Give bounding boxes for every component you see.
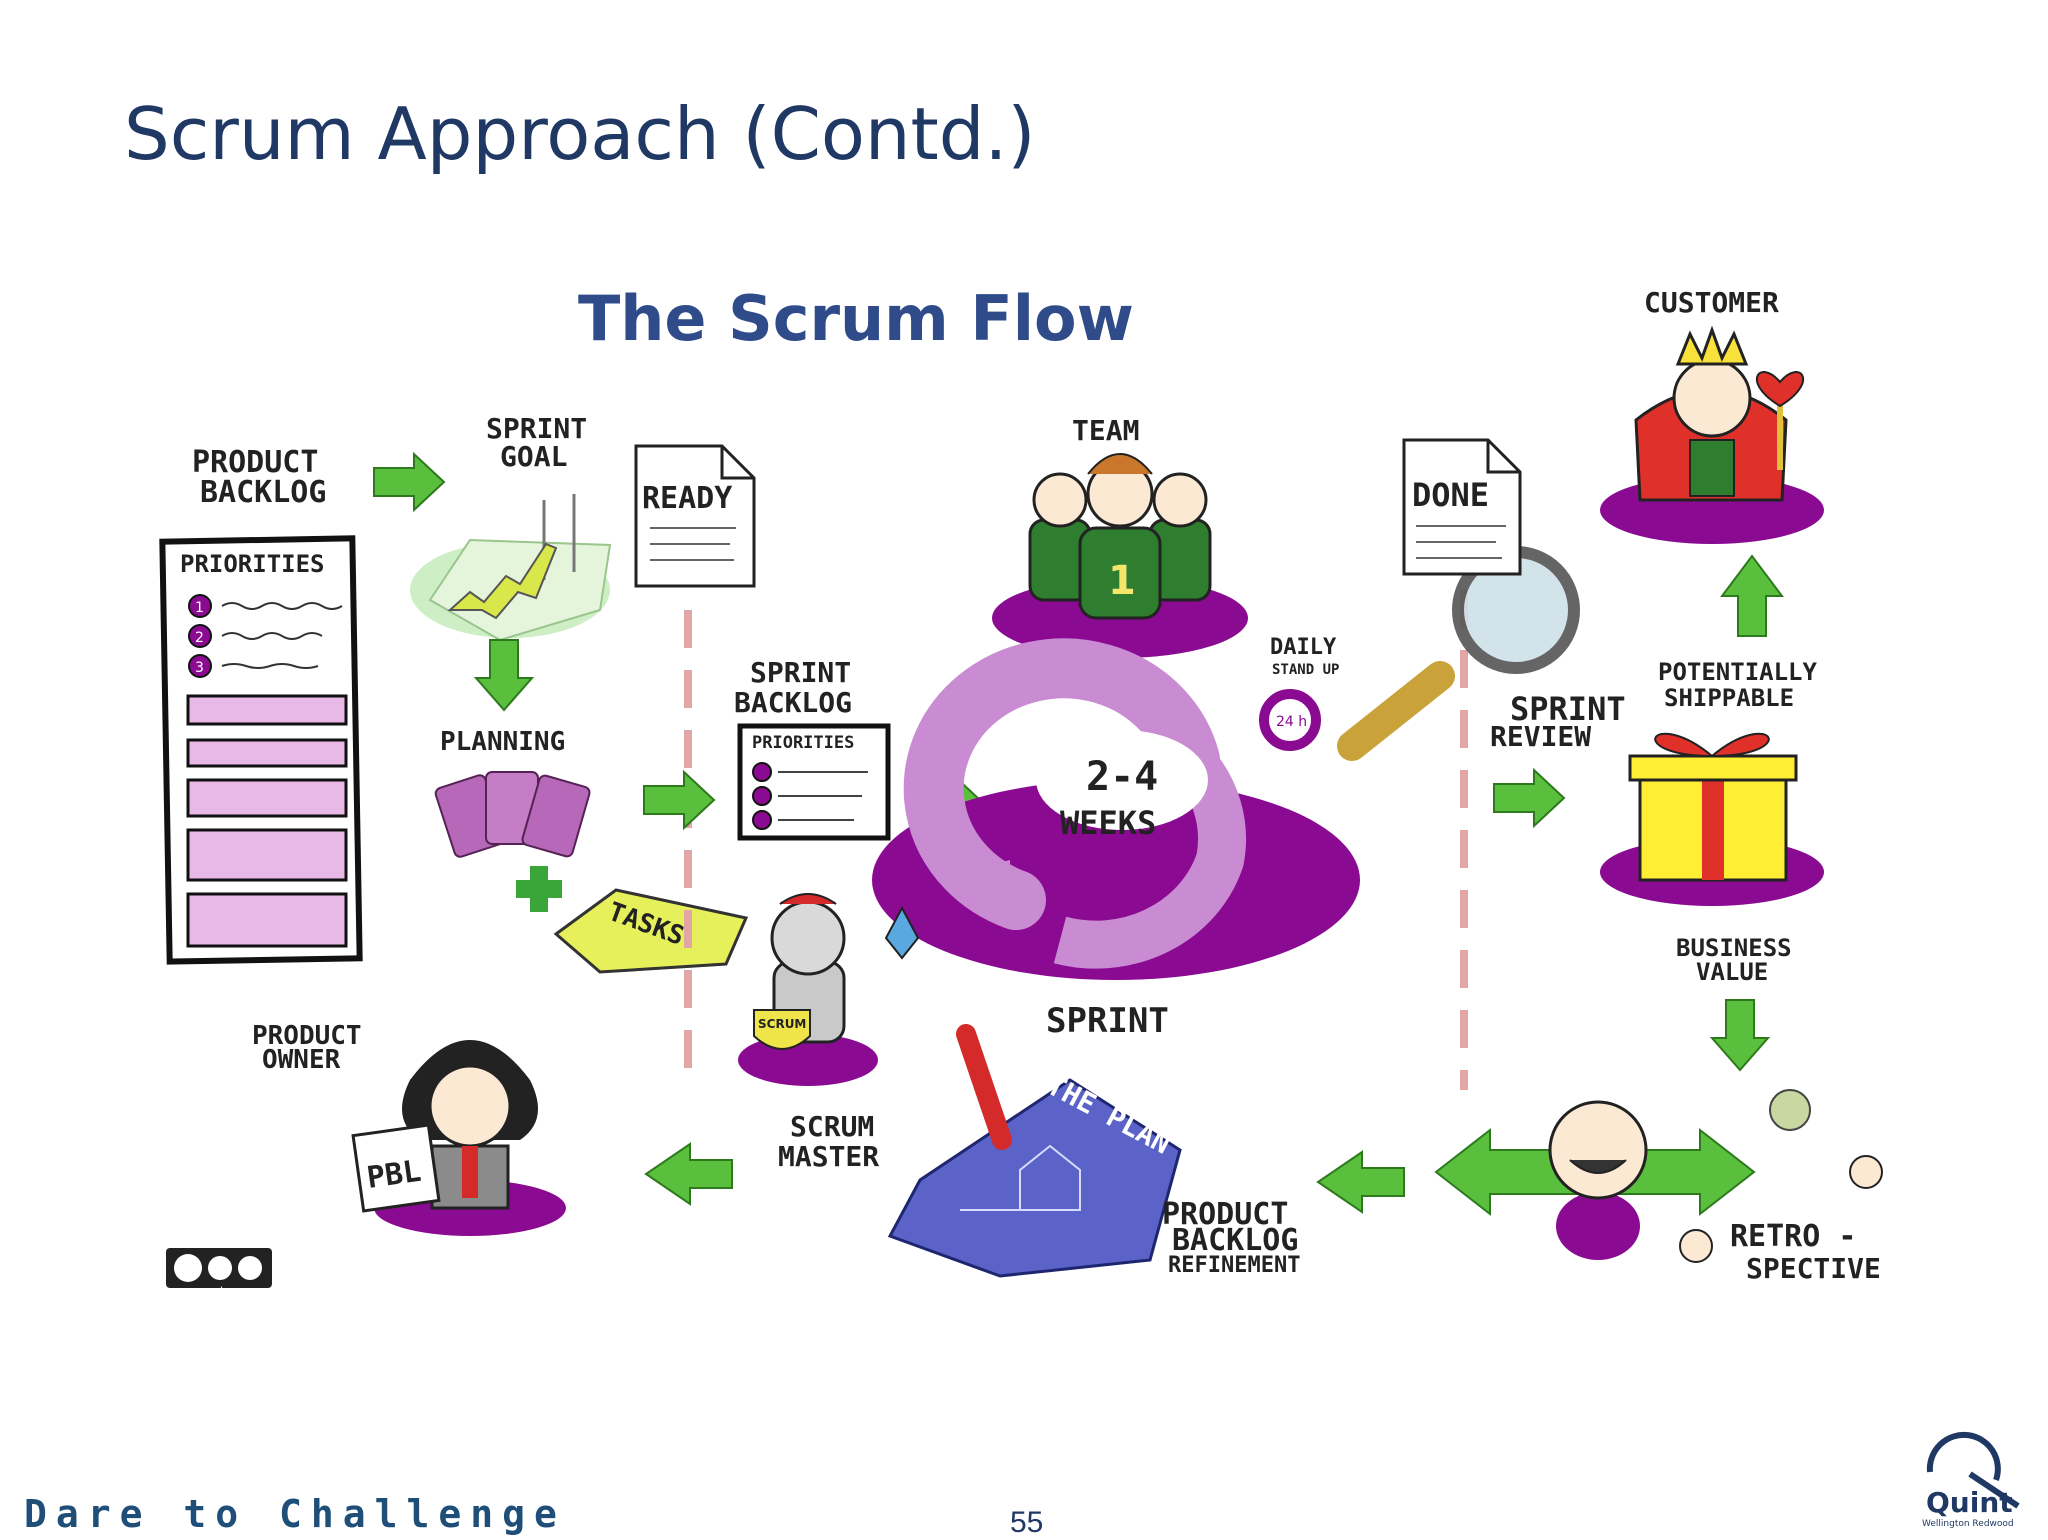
done-document: DONE [1402, 438, 1522, 576]
priority-item-1: 1 [188, 594, 343, 618]
arrow-review-to-increment [1493, 769, 1565, 827]
priority-number-3: 3 [195, 660, 204, 676]
tasks-sticky-note: TASKS [553, 888, 749, 974]
scrum-master-line1: SCRUM [790, 1110, 874, 1143]
sprint-weeks: WEEKS [1060, 804, 1156, 842]
sprint-review-line2: REVIEW [1490, 720, 1591, 753]
scrum-master-line2: MASTER [778, 1140, 879, 1173]
product-backlog-label-line1: PRODUCT [192, 445, 318, 480]
planning-label: PLANNING [440, 727, 565, 757]
sprint-backlog-label: SPRINT BACKLOG [734, 656, 852, 719]
product-owner-label: PRODUCT OWNER [252, 1021, 362, 1075]
priority-number-2: 2 [195, 630, 204, 646]
retrospective-label: RETRO - SPECTIVE [1730, 1219, 1881, 1285]
scrum-master-illustration: SCRUM [738, 893, 920, 1086]
sprint-review-line1: SPRINT [1510, 690, 1626, 728]
license-badge-text: cc by sa [206, 1286, 247, 1297]
backlog-slot [186, 694, 348, 726]
daily-standup-loop: 24 h [1259, 689, 1321, 751]
license-badge: cc by sa [166, 1248, 272, 1297]
refinement-line3: REFINEMENT [1168, 1253, 1300, 1278]
page-number: 55 [1010, 1506, 1044, 1539]
sprint-backlog-list: PRIORITIES [737, 723, 891, 841]
plus-icon [516, 866, 562, 912]
customer-label: CUSTOMER [1644, 286, 1779, 319]
retrospective-line2: SPECTIVE [1746, 1252, 1881, 1285]
product-owner-line2: OWNER [262, 1045, 341, 1075]
backlog-slot [186, 778, 348, 818]
footer-tagline: Dare to Challenge [24, 1492, 566, 1536]
sprint-duration: 2-4 [1086, 754, 1158, 800]
refinement-line1: PRODUCT [1162, 1197, 1288, 1232]
hours-label: 24 h [1276, 714, 1307, 730]
product-backlog-refinement-label: PRODUCT BACKLOG REFINEMENT [1162, 1197, 1300, 1278]
done-label: DONE [1412, 476, 1489, 514]
business-value-line2: VALUE [1696, 958, 1768, 986]
sprint-backlog-label-line2: BACKLOG [734, 686, 852, 719]
business-value-label: BUSINESS VALUE [1676, 934, 1792, 986]
the-plan-scroll-illustration: THE PLAN [887, 1024, 1182, 1278]
sprint-goal-label-line1: SPRINT [486, 412, 587, 445]
arrow-planning-to-sprint-backlog [643, 771, 715, 829]
arrow-backlog-to-goal [373, 453, 445, 511]
team-jersey-number: 1 [1108, 558, 1136, 604]
sprint-backlog-label-line1: SPRINT [750, 656, 851, 689]
potentially-shippable-line2: SHIPPABLE [1664, 684, 1794, 712]
retrospective-illustration [1434, 1089, 1883, 1263]
sprint-label: SPRINT [1046, 1001, 1169, 1041]
backlog-slot [186, 828, 348, 882]
daily-standup-line1: DAILY [1270, 635, 1337, 660]
arrow-scrum-master-to-owner [644, 1142, 733, 1206]
team-illustration: 1 [992, 453, 1248, 658]
brand-subtitle: Wellington Redwood [1922, 1519, 2014, 1529]
priorities-heading: PRIORITIES [180, 550, 325, 578]
sprint-cycle: 2-4 WEEKS [872, 638, 1360, 980]
slide-title: Scrum Approach (Contd.) [124, 92, 1036, 176]
planning-cards-illustration [434, 771, 591, 858]
brand-name: Quint [1926, 1486, 2013, 1519]
daily-standup-label: DAILY STAND UP [1270, 635, 1339, 678]
arrow-value-to-retro [1711, 999, 1769, 1071]
scrum-master-label: SCRUM MASTER [778, 1110, 879, 1173]
retrospective-line1: RETRO - [1730, 1219, 1856, 1254]
ready-label: READY [642, 481, 732, 516]
product-owner-line1: PRODUCT [252, 1021, 362, 1051]
daily-standup-line2: STAND UP [1272, 662, 1339, 678]
backlog-slot [186, 738, 348, 768]
team-label: TEAM [1072, 414, 1139, 447]
sprint-goal-label: SPRINT GOAL [486, 412, 587, 473]
sprint-review-label: SPRINT REVIEW [1490, 690, 1626, 753]
potentially-shippable-line1: POTENTIALLY [1658, 658, 1817, 686]
shield-label: SCRUM [758, 1017, 806, 1031]
product-backlog-label: PRODUCT BACKLOG [192, 445, 326, 510]
sprint-backlog-priorities-heading: PRIORITIES [752, 733, 854, 753]
arrow-goal-to-planning [475, 639, 533, 711]
sprint-goal-label-line2: GOAL [500, 440, 567, 473]
product-backlog-list: PRIORITIES 1 2 3 [159, 535, 363, 965]
potentially-shippable-label: POTENTIALLY SHIPPABLE [1658, 658, 1817, 712]
backlog-slot [186, 892, 348, 948]
arrow-retro-to-refinement [1316, 1150, 1405, 1214]
refinement-line2: BACKLOG [1172, 1223, 1298, 1258]
pbl-label: PBL [365, 1154, 424, 1196]
product-backlog-label-line2: BACKLOG [200, 475, 326, 510]
product-owner-illustration: PBL [351, 1040, 566, 1236]
priority-item-2: 2 [188, 624, 323, 648]
flow-heading: The Scrum Flow [578, 282, 1134, 355]
brand-logo: Quint Wellington Redwood [1922, 1431, 2020, 1529]
business-value-line1: BUSINESS [1676, 934, 1792, 962]
customer-king-illustration [1600, 325, 1824, 544]
priority-item-3: 3 [188, 654, 319, 678]
arrow-increment-to-customer [1720, 554, 1784, 637]
priority-number-1: 1 [195, 600, 204, 616]
gift-box-illustration [1600, 732, 1824, 906]
magnifier-icon [1337, 546, 1580, 761]
sprint-goal-field-illustration [410, 494, 612, 642]
ready-document: READY [634, 444, 756, 588]
